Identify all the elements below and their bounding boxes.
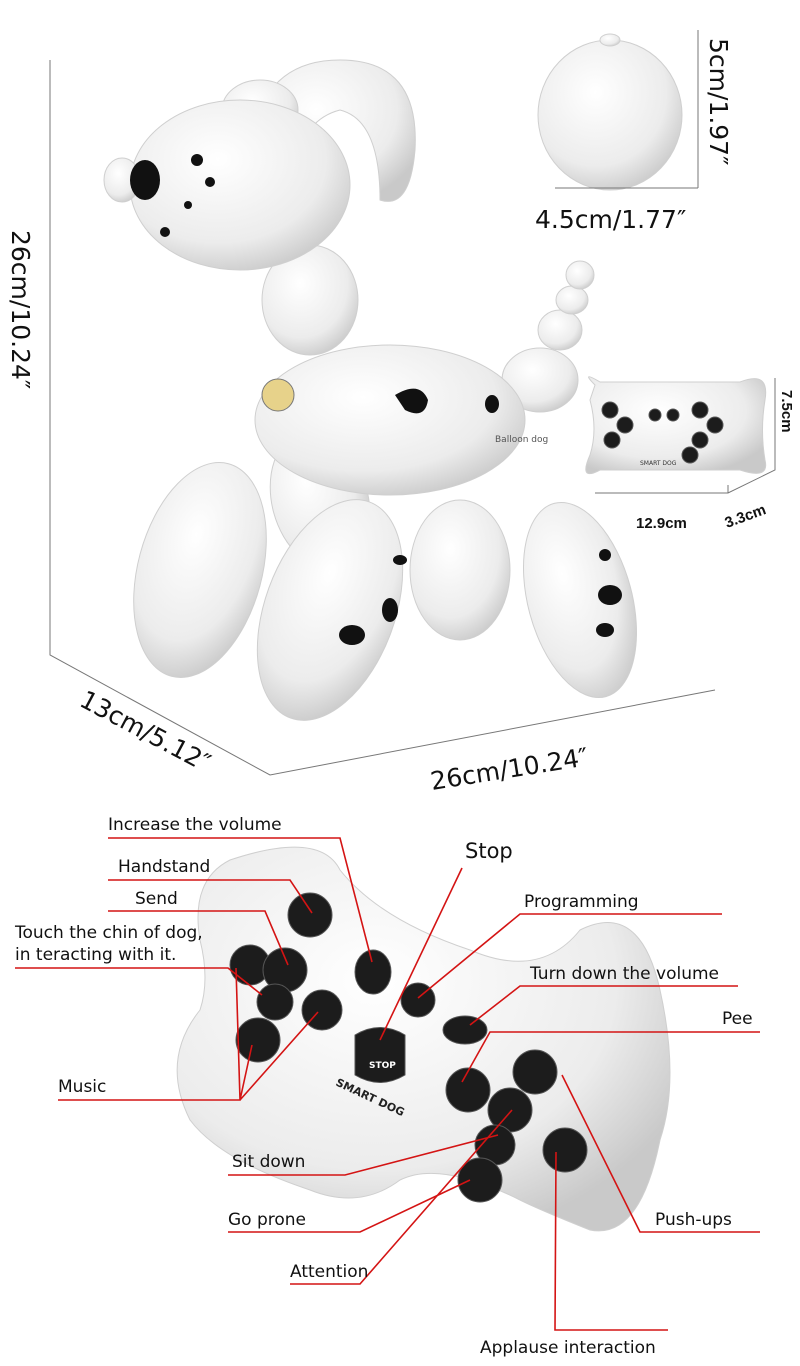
label-programming: Programming (524, 892, 639, 912)
small-remote-image: SMART DOG (585, 376, 776, 494)
dog-height-label: 26cm/10.24″ (6, 230, 35, 389)
remote-control-image: STOP SMART DOG (176, 846, 671, 1232)
label-increase-volume: Increase the volume (108, 815, 282, 835)
label-touch-chin-2: in teracting with it. (15, 945, 176, 965)
ball-height-label: 5cm/1.97″ (704, 38, 733, 165)
label-push-ups: Push-ups (655, 1210, 732, 1230)
dog-dimension-lines (49, 60, 716, 776)
dog-depth-label: 13cm/5.12″ (75, 685, 215, 778)
label-touch-chin-1: Touch the chin of dog, (14, 923, 203, 943)
ball-image (537, 30, 699, 191)
label-attention: Attention (290, 1262, 368, 1282)
ball-width-label: 4.5cm/1.77″ (535, 205, 686, 234)
remote-width-label: 12.9cm (636, 515, 687, 532)
small-remote-brand: SMART DOG (640, 460, 677, 467)
label-turn-down-volume: Turn down the volume (529, 964, 719, 984)
label-handstand: Handstand (118, 857, 210, 877)
label-go-prone: Go prone (228, 1210, 306, 1230)
stop-button-print: STOP (369, 1061, 396, 1071)
dog-width-label: 26cm/10.24″ (428, 742, 590, 796)
collar-print: Balloon dog (495, 435, 548, 445)
label-pee: Pee (722, 1009, 753, 1029)
label-music: Music (58, 1077, 106, 1097)
balloon-dog-image: Balloon dog (103, 59, 638, 721)
label-send: Send (135, 889, 178, 909)
label-stop: Stop (465, 839, 513, 863)
remote-height-label: 7.5cm (778, 390, 795, 433)
label-applause: Applause interaction (480, 1338, 656, 1358)
callout-lines (15, 837, 760, 1331)
label-sit-down: Sit down (232, 1152, 305, 1172)
remote-depth-label: 3.3cm (723, 501, 769, 532)
